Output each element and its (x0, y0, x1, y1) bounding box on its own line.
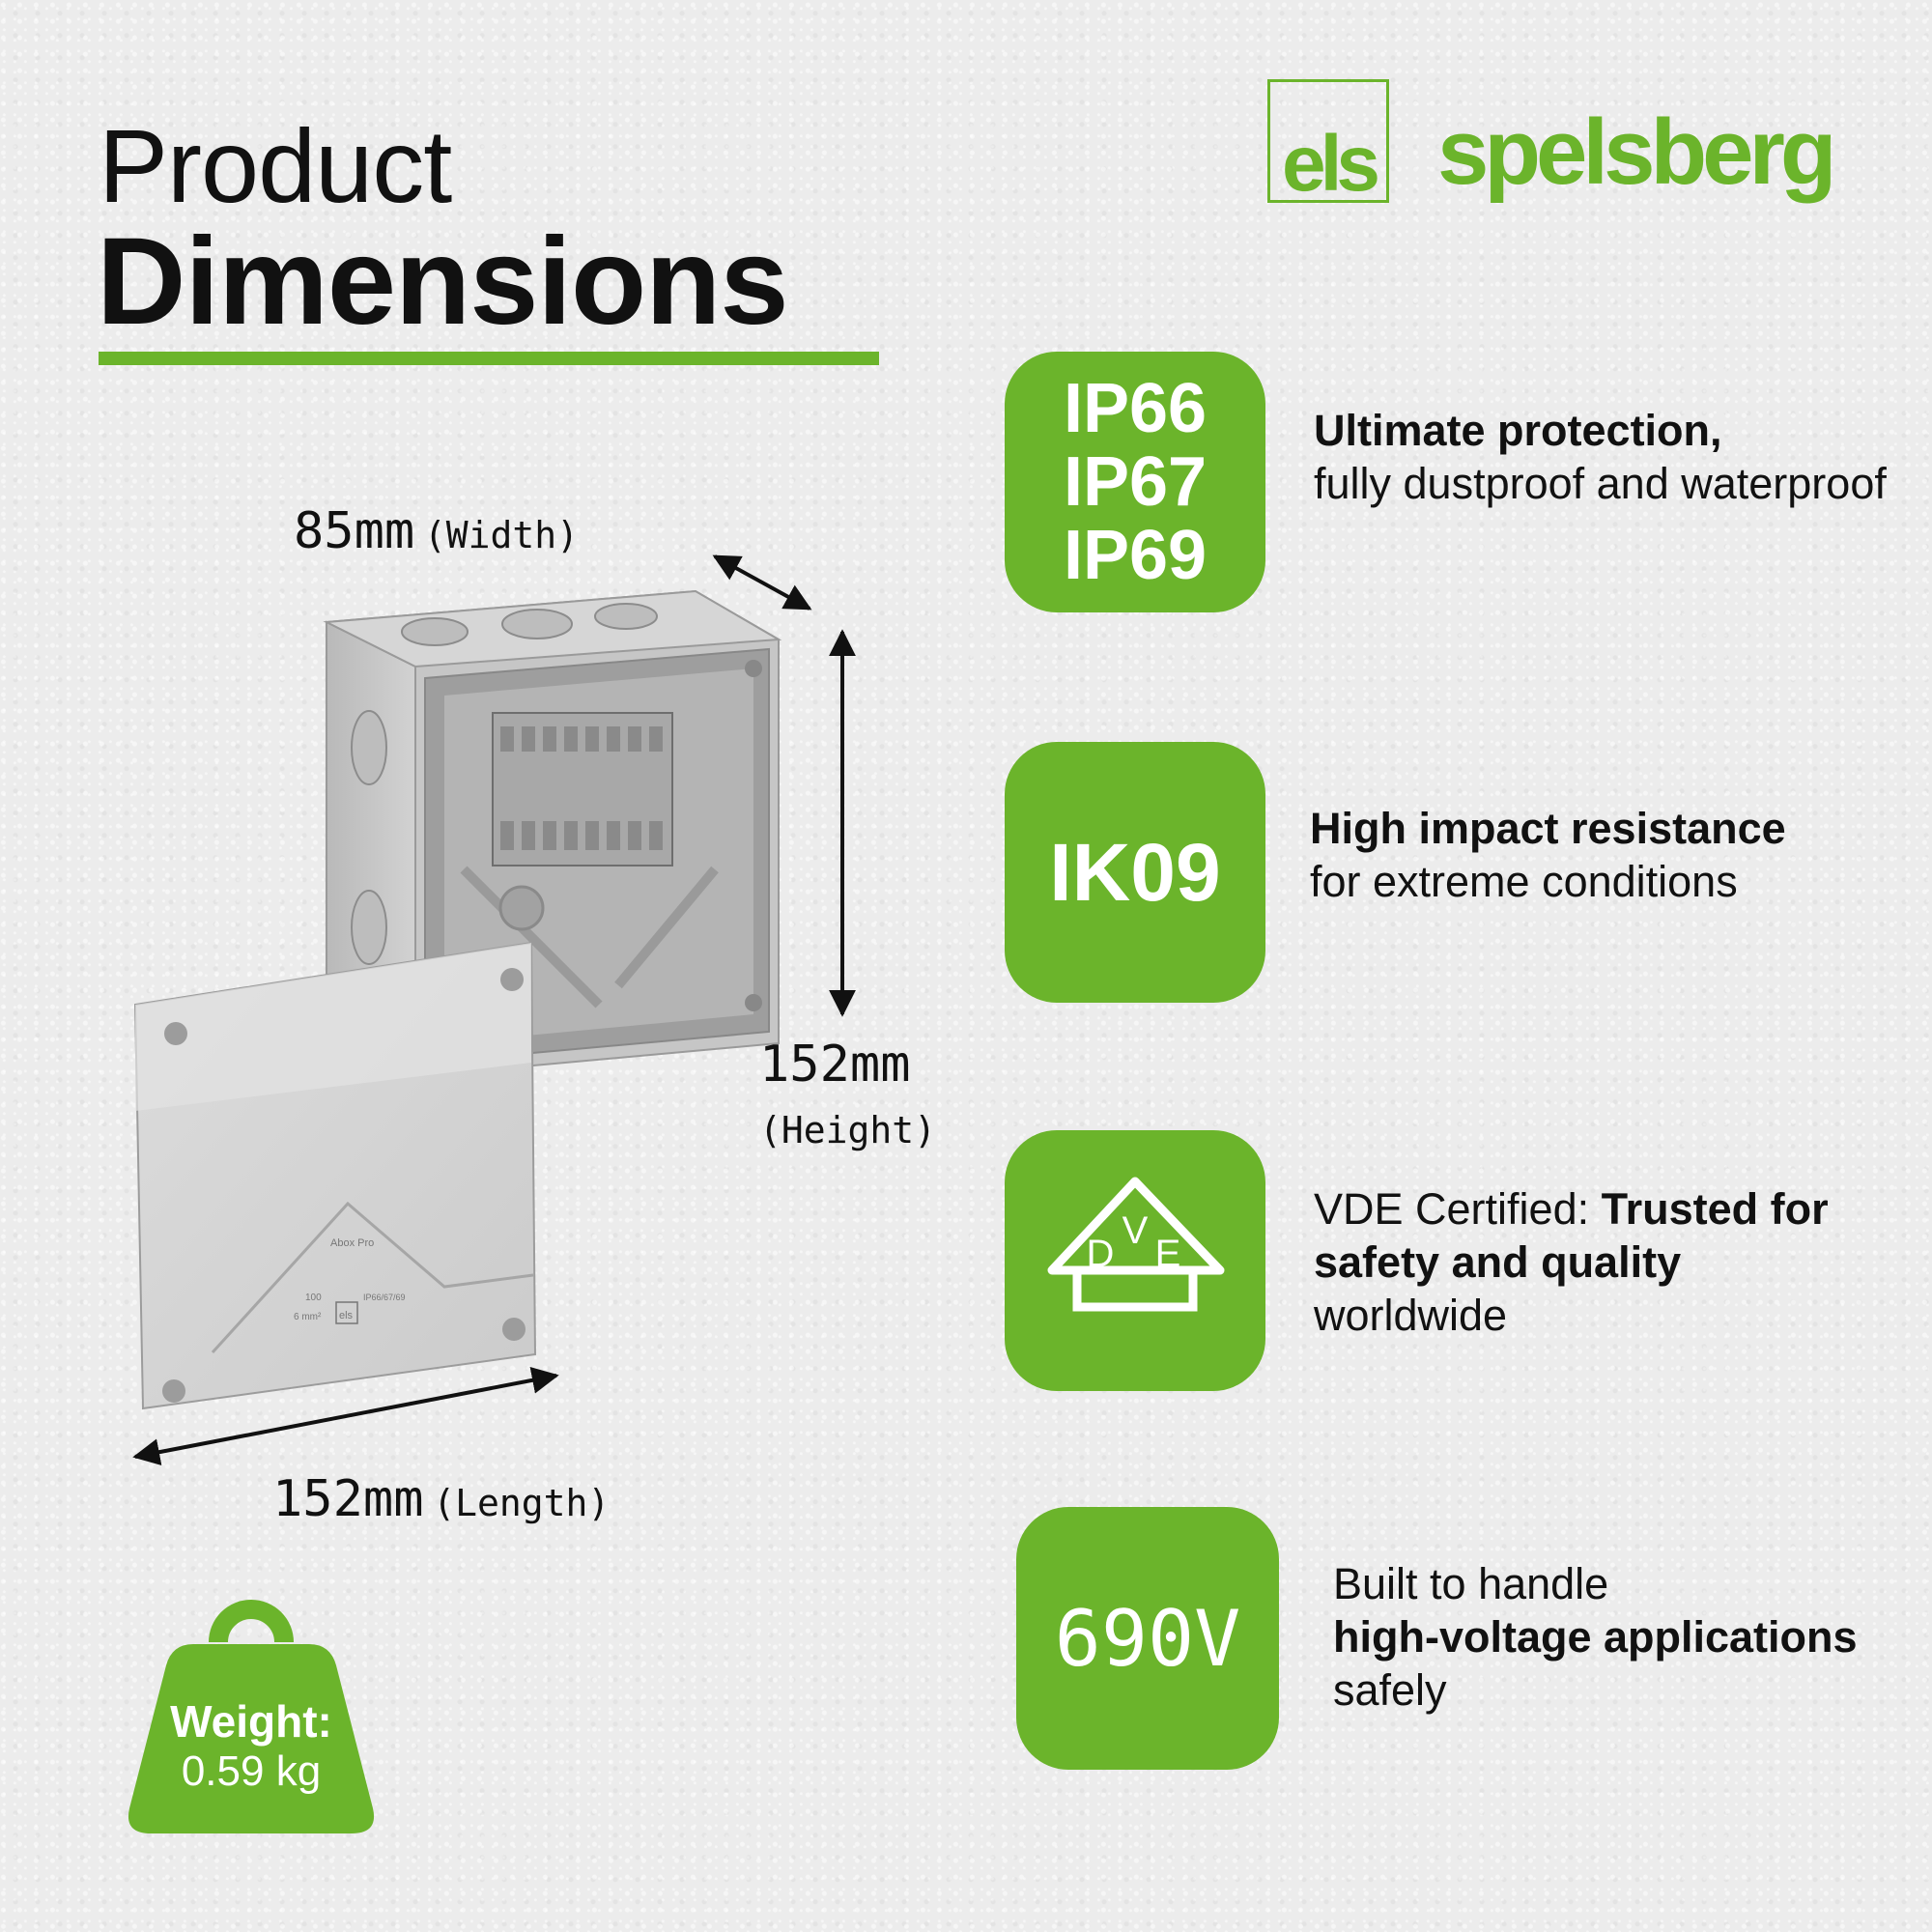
height-value: 152mm (759, 1036, 911, 1094)
width-value: 85mm (294, 502, 415, 560)
voltage-description-plain: Built to handle (1333, 1559, 1609, 1608)
weight-value: 0.59 kg (181, 1747, 322, 1795)
vde-description-plain: VDE Certified: (1314, 1184, 1590, 1234)
voltage-description: Built to handle high-voltage application… (1333, 1557, 1874, 1717)
width-dimension-label: 85mm (Width) (294, 502, 579, 560)
terminal-block (492, 712, 673, 867)
junction-box-illustration: Abox Pro 100 6 mm² els IP66/67/69 (132, 554, 856, 1465)
vde-description-bold: Trusted for safety and quality (1314, 1184, 1829, 1287)
vde-letter-e: E (1155, 1233, 1181, 1275)
lid-spec-size: 6 mm² (294, 1312, 322, 1322)
height-dimension-value: 152mm (759, 1036, 911, 1094)
vde-badge: V D E (1005, 1130, 1265, 1391)
title-underline (99, 352, 879, 365)
length-value: 152mm (272, 1470, 424, 1528)
vde-letter-v: V (1122, 1209, 1149, 1252)
length-arrow (132, 1367, 559, 1465)
title-line-1: Product (99, 107, 452, 224)
weight-badge: Weight: 0.59 kg (126, 1580, 377, 1841)
vde-letter-d: D (1087, 1233, 1115, 1275)
lid-spec-count: 100 (305, 1293, 322, 1303)
length-dimension-label: 152mm (Length) (272, 1470, 610, 1528)
els-logo: els (1267, 79, 1389, 208)
ik-rating-description: High impact resistance for extreme condi… (1310, 802, 1909, 908)
ip67-label: IP67 (1063, 443, 1208, 521)
vde-description: VDE Certified: Trusted for safety and qu… (1314, 1182, 1893, 1342)
height-unit-label: (Height) (759, 1109, 937, 1151)
ip69-label: IP69 (1063, 517, 1208, 594)
ip-description-bold: Ultimate protection, (1314, 406, 1722, 455)
vde-mark-icon: V D E (1047, 1177, 1225, 1312)
length-unit-label: (Length) (433, 1482, 611, 1524)
lid-rating-text: IP66/67/69 (363, 1293, 406, 1302)
height-dimension-label: (Height) (759, 1109, 936, 1151)
voltage-description-bold: high-voltage applications (1333, 1612, 1858, 1662)
ik-rating-badge: IK09 (1005, 742, 1265, 1003)
els-logo-text: els (1282, 120, 1380, 208)
width-arrow (712, 554, 812, 611)
lid-brand-text: Abox Pro (330, 1237, 374, 1249)
ip-description-rest: fully dustproof and waterproof (1314, 459, 1887, 508)
ip66-label: IP66 (1063, 370, 1208, 447)
voltage-description-rest: safely (1333, 1665, 1447, 1715)
ik-description-rest: for extreme conditions (1310, 857, 1738, 906)
lid-logo-text: els (339, 1310, 354, 1321)
vde-description-rest: worldwide (1314, 1291, 1508, 1340)
ip-rating-badge: IP66 IP67 IP69 (1005, 352, 1265, 612)
voltage-badge: 690V (1016, 1507, 1279, 1770)
width-unit-label: (Width) (423, 514, 580, 556)
weight-icon (128, 1600, 375, 1833)
title-line-2: Dimensions (97, 213, 788, 351)
ip-rating-description: Ultimate protection, fully dustproof and… (1314, 404, 1893, 510)
box-lid: Abox Pro 100 6 mm² els IP66/67/69 (133, 941, 537, 1410)
spelsberg-logo: spelsberg (1437, 100, 1837, 204)
ik-description-bold: High impact resistance (1310, 804, 1786, 853)
weight-label: Weight: (170, 1696, 332, 1747)
